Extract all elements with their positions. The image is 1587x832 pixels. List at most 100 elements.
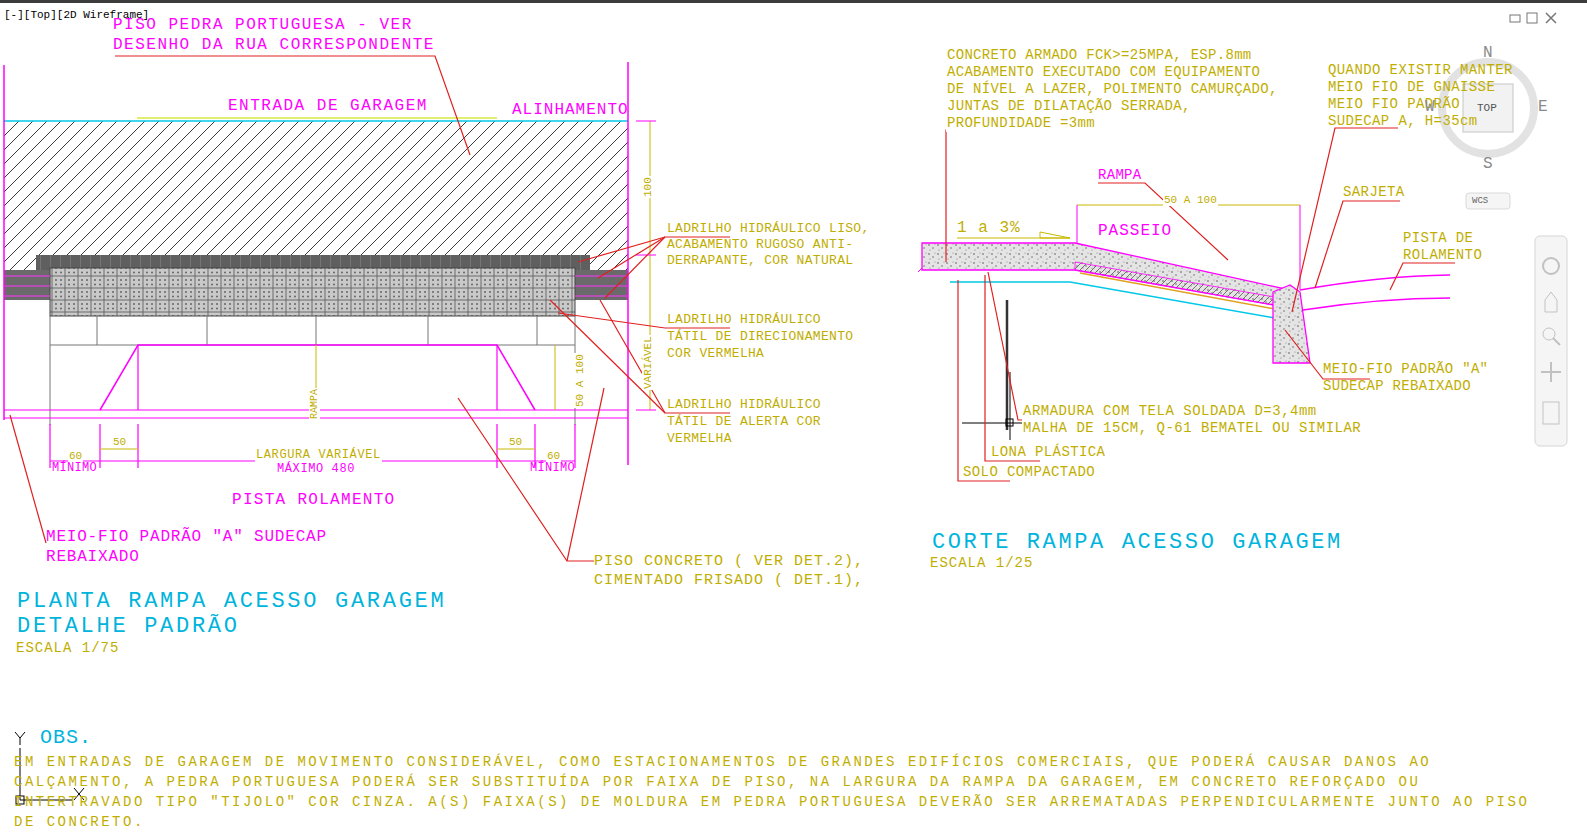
drawing-label: ESCALA 1/25 xyxy=(930,555,1033,571)
plan-view xyxy=(636,255,656,256)
plan-view xyxy=(49,424,50,468)
plan-view xyxy=(137,345,138,410)
plan-view xyxy=(137,117,497,119)
plan-view xyxy=(636,121,656,122)
drawing-label: TOP xyxy=(1477,102,1497,115)
drawing-label: PASSEIO xyxy=(1097,222,1173,240)
plan-view xyxy=(555,345,556,410)
plan-view xyxy=(497,449,535,450)
drawing-label: SARJETA xyxy=(1343,184,1405,200)
drawing-label: MÁXIMO 480 xyxy=(277,463,355,476)
plan-view xyxy=(4,120,628,122)
drawing-label: S xyxy=(1483,155,1493,173)
view-cube xyxy=(1466,193,1510,209)
plan-view xyxy=(3,65,5,420)
drawing-label: ENTRADA DE GARAGEM xyxy=(228,97,428,115)
leader-line xyxy=(1292,128,1398,312)
nav-toolbar xyxy=(1543,402,1559,424)
drawing-label: 50 xyxy=(112,436,127,448)
plan-view xyxy=(537,316,538,345)
plan-view xyxy=(100,449,138,450)
plan-view xyxy=(50,316,575,425)
plan-view xyxy=(575,296,628,297)
drawing-label: CONCRETO ARMADO FCK>=25MPA, ESP.8mm ACAB… xyxy=(946,47,1282,132)
leader-line xyxy=(946,130,1010,262)
drawing-label: 100 xyxy=(642,176,654,198)
plan-view xyxy=(636,410,656,411)
drawing-label: QUANDO EXISTIR MANTER MEIO FIO DE GNAISS… xyxy=(1328,62,1516,130)
drawing-label: 60 xyxy=(546,450,561,462)
plan-view xyxy=(50,268,575,316)
nav-toolbar xyxy=(1545,292,1557,312)
drawing-label: MEIO-FIO PADRÃO "A" SUDECAP REBAIXADO xyxy=(1323,361,1500,395)
window-bar xyxy=(1527,13,1537,23)
drawing-label: ARMADURA COM TELA SOLDADA D=3,4mm MALHA … xyxy=(1022,403,1365,437)
nav-toolbar xyxy=(1543,258,1559,274)
drawing-label: CORTE RAMPA ACESSO GARAGEM xyxy=(932,530,1343,555)
section-view xyxy=(1303,298,1450,310)
plan-view xyxy=(207,316,208,345)
drawing-label: 50 A 100 xyxy=(574,353,586,408)
drawing-label: WCS xyxy=(1472,196,1488,206)
plan-view xyxy=(627,62,629,465)
drawing-label: PISTA ROLAMENTO xyxy=(232,491,396,509)
section-view xyxy=(918,205,1450,440)
plan-view xyxy=(99,424,100,468)
drawing-label: MÍNIMO xyxy=(530,462,575,475)
drawing-label: LARGURA VARIÁVEL xyxy=(255,449,382,462)
plan-view xyxy=(496,345,497,410)
leader-line xyxy=(10,415,46,543)
leader-line xyxy=(1390,263,1455,290)
section-view xyxy=(1300,275,1450,290)
drawing-label: SOLO COMPACTADO xyxy=(962,464,1096,480)
drawing-label: E xyxy=(1538,98,1548,116)
nav-toolbar xyxy=(1553,338,1560,345)
drawing-label: RAMPA xyxy=(1098,168,1142,183)
drawing-label: 50 xyxy=(508,436,523,448)
leader-line xyxy=(550,300,665,413)
drawing-label: N xyxy=(1483,44,1493,62)
plan-view xyxy=(4,286,50,287)
section-view xyxy=(1040,232,1070,238)
plan-view xyxy=(50,424,575,468)
drawing-label: PISTA DE ROLAMENTO xyxy=(1403,230,1485,264)
drawing-label: PLANTA RAMPA ACESSO GARAGEM DETALHE PADR… xyxy=(17,589,449,639)
leader-line xyxy=(988,272,1080,420)
drawing-label: EM ENTRADAS DE GARAGEM DE MOVIMENTO CONS… xyxy=(14,752,1554,832)
drawing-label: MEIO-FIO PADRÃO "A" SUDECAP REBAIXADO xyxy=(46,527,340,567)
drawing-label: W xyxy=(1425,98,1435,116)
drawing-label: MÍNIMO xyxy=(52,462,97,475)
drawing-label: ESCALA 1/75 xyxy=(16,640,119,656)
plan-view xyxy=(137,424,138,468)
plan-view xyxy=(496,424,497,468)
plan-view xyxy=(4,62,656,468)
leader-line xyxy=(1315,201,1400,288)
ucs-icon xyxy=(15,732,25,745)
drawing-label: LADRILHO HIDRÁULICO LISO, ACABAMENTO RUG… xyxy=(667,221,873,269)
plan-view xyxy=(428,316,429,345)
drawing-label: OBS. xyxy=(40,727,92,749)
window-bar xyxy=(1510,15,1520,22)
plan-view xyxy=(4,276,50,277)
drawing-label: ALINHAMENTO xyxy=(512,101,629,119)
plan-view xyxy=(4,121,628,270)
section-view xyxy=(922,243,1290,306)
section-view xyxy=(1273,285,1310,363)
section-view xyxy=(950,282,1275,318)
leader-line xyxy=(605,237,665,298)
section-view xyxy=(1080,273,1275,309)
leader-line xyxy=(1098,183,1228,260)
window-bar xyxy=(0,0,1587,3)
leader-line xyxy=(10,56,730,561)
nav-toolbar xyxy=(1541,362,1561,382)
drawing-label: LONA PLÁSTICA xyxy=(990,444,1106,460)
drawing-label: PISO CONCRETO ( VER DET.2), CIMENTADO FR… xyxy=(594,552,877,590)
drawing-label: 50 A 100 xyxy=(1163,194,1218,206)
leader-line xyxy=(946,128,1455,481)
section-view xyxy=(1006,419,1013,426)
leader-line xyxy=(115,56,470,155)
plan-view xyxy=(97,316,98,345)
section-view xyxy=(918,268,922,272)
plan-view xyxy=(575,286,628,287)
plan-view xyxy=(4,296,50,297)
